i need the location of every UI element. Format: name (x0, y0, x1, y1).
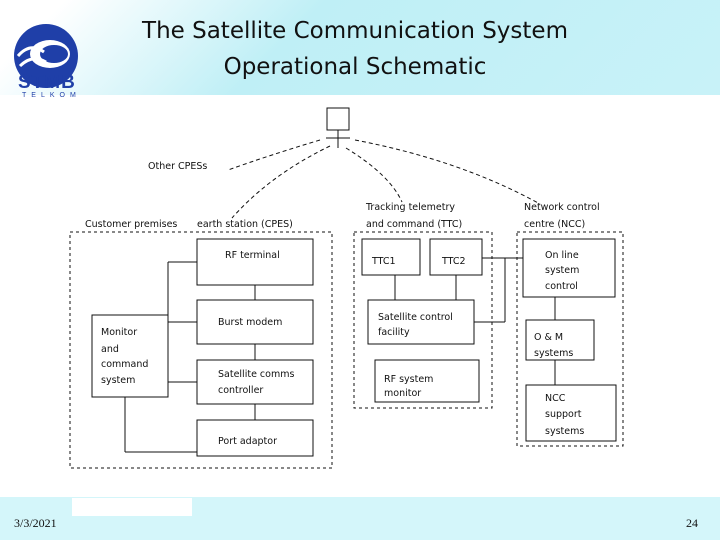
label-earth-station: earth station (CPES) (197, 219, 293, 230)
label-sat-control-2: facility (378, 327, 410, 338)
label-rf-monitor-1: RF system (384, 374, 433, 385)
ttc1-box (361, 238, 421, 276)
link-ttc (345, 147, 403, 203)
label-monitor-3: command (101, 359, 148, 370)
label-ttc1: TTC1 (371, 256, 396, 267)
label-port-adaptor: Port adaptor (218, 436, 277, 447)
link-other-cpes (227, 139, 321, 171)
label-rf-monitor-2: monitor (384, 388, 421, 399)
monitor-box (91, 314, 169, 398)
label-ttc2: TTC2 (441, 256, 466, 267)
label-online-2: system (545, 265, 579, 276)
sat-comms-box (196, 359, 314, 405)
logo-subtitle: TELKOM (22, 92, 81, 99)
label-rf-terminal: RF terminal (225, 250, 280, 261)
label-monitor-2: and (101, 344, 119, 355)
label-sat-comms-1: Satellite comms (218, 369, 294, 380)
label-monitor-1: Monitor (101, 327, 137, 338)
page-number: 24 (686, 516, 698, 530)
label-ttc-line2: and command (TTC) (366, 219, 462, 230)
label-sat-comms-2: controller (218, 385, 263, 396)
logo-name: STMB (18, 72, 76, 93)
header-background (0, 0, 720, 95)
label-monitor-4: system (101, 375, 135, 386)
label-om-2: systems (534, 348, 573, 359)
label-ncc-line1: Network control (524, 202, 600, 213)
label-ncc-support-1: NCC (545, 393, 566, 404)
link-ncc (354, 139, 541, 205)
label-ncc-support-3: systems (545, 426, 584, 437)
link-cpes (231, 145, 331, 219)
label-ttc-line1: Tracking telemetry (365, 202, 455, 213)
label-ncc-support-2: support (545, 409, 582, 420)
label-om-1: O & M (534, 332, 563, 343)
label-online-3: control (545, 281, 578, 292)
slide-date: 3/3/2021 (14, 516, 57, 530)
rf-monitor-box (374, 359, 480, 403)
cpes-region (69, 231, 333, 469)
label-online-1: On line (545, 250, 579, 261)
stmb-logo-icon (14, 24, 78, 88)
label-sat-control-1: Satellite control (378, 312, 453, 323)
footer-white-box (72, 498, 192, 516)
slide-title-line2: Operational Schematic (223, 54, 487, 80)
label-ncc-line2: centre (NCC) (524, 219, 585, 230)
ncc-support-box (525, 384, 617, 442)
om-systems-box (525, 319, 595, 361)
label-burst-modem: Burst modem (218, 317, 282, 328)
ncc-region (516, 231, 624, 447)
satellite-icon (326, 107, 350, 131)
ttc-region (353, 231, 493, 409)
label-other-cpes: Other CPESs (148, 161, 207, 172)
rf-terminal-box (196, 238, 314, 286)
slide-title-line1: The Satellite Communication System (142, 18, 568, 44)
label-customer-premises: Customer premises (85, 219, 177, 230)
online-control-box (522, 238, 616, 298)
